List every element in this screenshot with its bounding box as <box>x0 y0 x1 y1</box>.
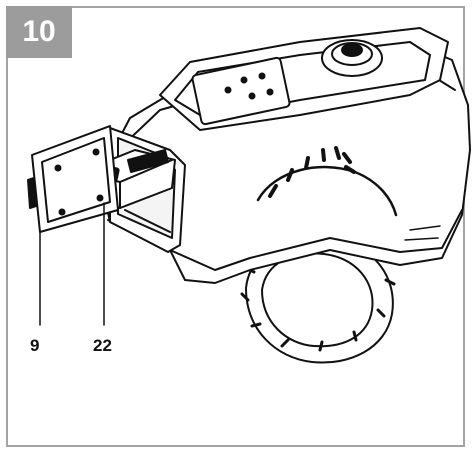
control-panel <box>159 27 449 131</box>
callout-label-22: 22 <box>93 336 112 355</box>
compartment-door <box>27 125 119 233</box>
rear-wheel <box>240 210 396 364</box>
step-number-badge: 10 <box>6 6 72 58</box>
callout-label-9: 9 <box>30 336 40 355</box>
